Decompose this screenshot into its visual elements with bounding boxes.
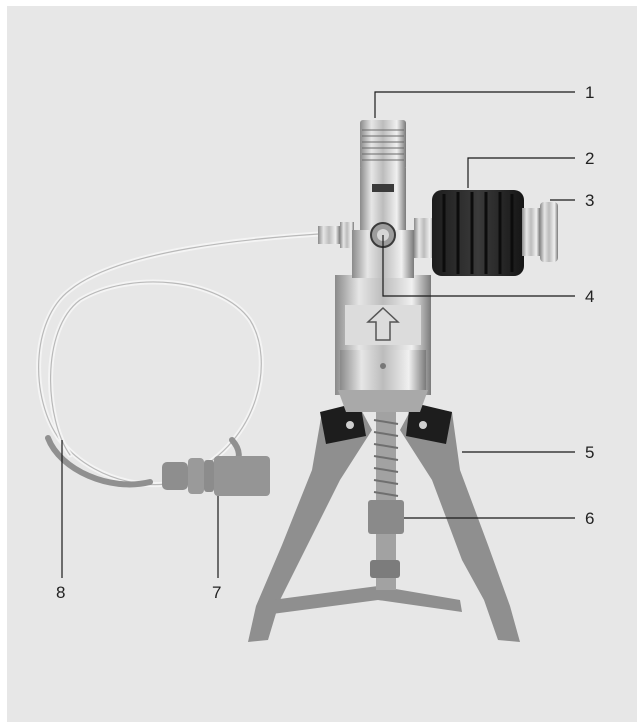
fine-adjustment-knob	[414, 190, 524, 276]
leader-line-4	[382, 235, 575, 297]
callout-2: 2	[585, 149, 594, 168]
pressure-connection	[360, 120, 406, 192]
callout-4: 4	[585, 287, 594, 306]
callout-1: 1	[585, 83, 594, 102]
callout-3: 3	[585, 191, 594, 210]
spindle	[368, 400, 404, 590]
callout-5: 5	[585, 443, 594, 462]
hose-connector	[162, 456, 270, 496]
leader-line-2	[467, 157, 575, 188]
adjuster-cap	[522, 202, 558, 262]
hose	[36, 230, 338, 488]
callout-7: 7	[212, 583, 221, 602]
pump-handles	[248, 402, 520, 642]
callout-6: 6	[585, 509, 594, 528]
leader-line-1	[374, 91, 575, 118]
hose-fitting	[318, 222, 354, 248]
leader-lines	[61, 91, 575, 578]
callout-8: 8	[56, 583, 65, 602]
